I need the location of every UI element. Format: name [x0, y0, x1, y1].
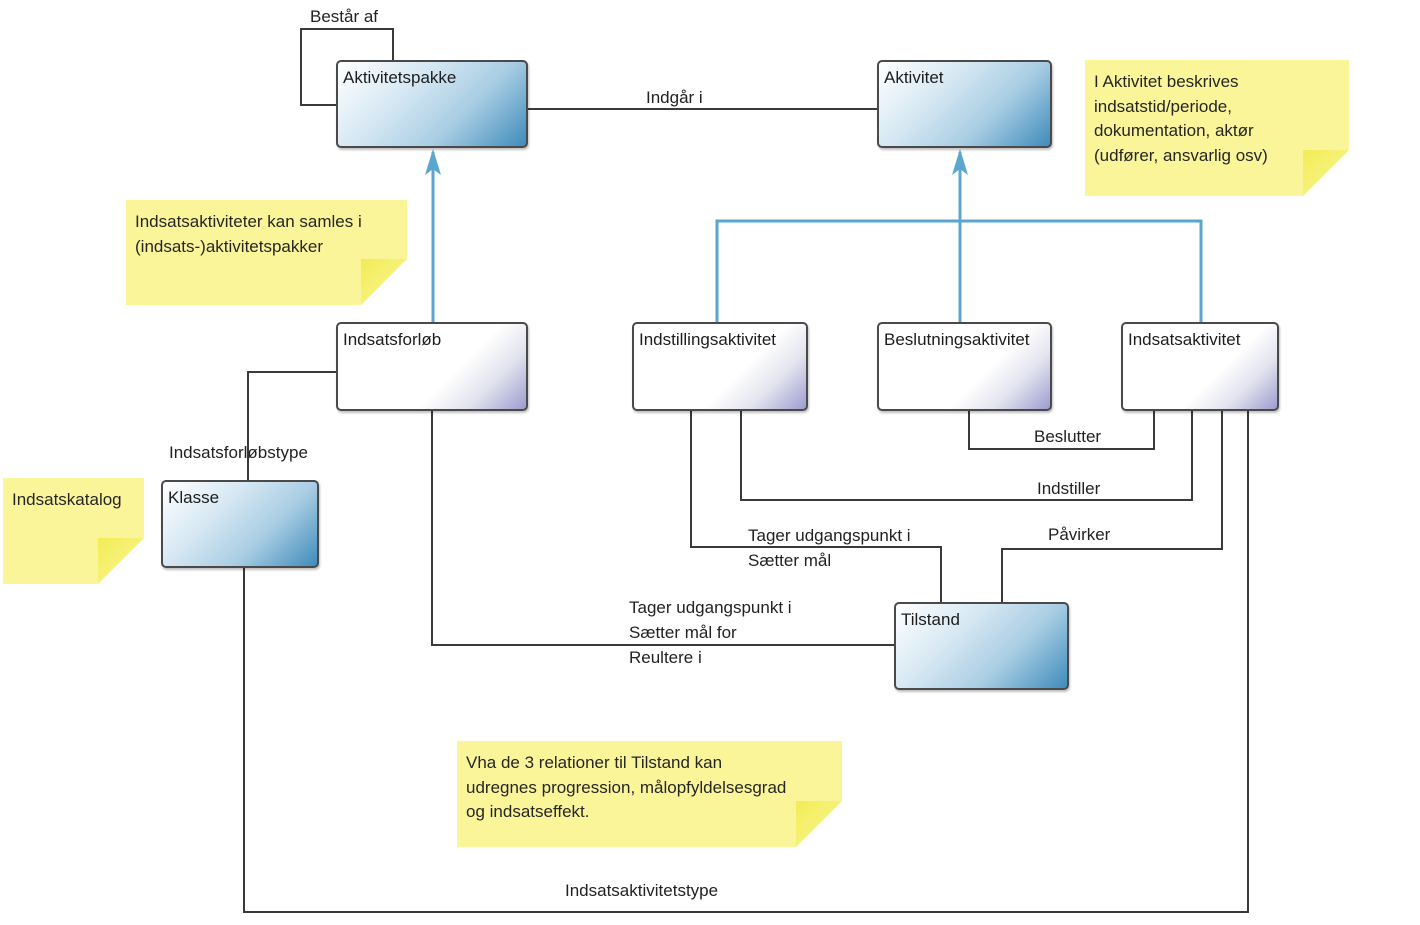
association-paavirker[interactable] — [1001, 410, 1223, 603]
label-paavirker: Påvirker — [1048, 525, 1111, 544]
class-indsatsaktivitet[interactable]: Indsatsaktivitet — [1121, 322, 1279, 411]
label-indgaar-i: Indgår i — [646, 88, 703, 107]
note-line: indsatstid/periode, — [1094, 96, 1232, 116]
note-aktivitet[interactable]: I Aktivitet beskrives indsatstid/periode… — [1085, 60, 1349, 196]
class-indstillingsaktivitet[interactable]: Indstillingsaktivitet — [632, 322, 808, 411]
association-indsatsforloebstype[interactable] — [247, 371, 337, 481]
generalization-bar[interactable] — [715, 219, 1203, 323]
association-beslutter[interactable] — [968, 410, 1155, 450]
association-indsatsaktivitetstype[interactable] — [243, 410, 1249, 913]
label-forloeb-tilstand-1: Tager udgangspunkt i — [629, 598, 792, 617]
note-aktivitetspakker[interactable]: Indsatsaktiviteter kan samles i (indsats… — [126, 200, 407, 305]
label-bestaar-af: Består af — [310, 7, 379, 26]
label-indstilling-tilstand-1: Tager udgangspunkt i — [748, 526, 911, 545]
self-association-bestaar-af[interactable] — [300, 28, 394, 106]
note-line: og indsatseffekt. — [466, 802, 590, 821]
label-forloeb-tilstand-2: Sætter mål for — [629, 623, 737, 642]
label-forloeb-tilstand-3: Reultere i — [629, 648, 702, 667]
class-title: Indsatsaktivitet — [1128, 330, 1241, 349]
class-title: Beslutningsaktivitet — [884, 330, 1030, 349]
note-indsatskatalog[interactable]: Indsatskatalog — [3, 478, 144, 584]
note-line: Indsatskatalog — [12, 490, 122, 509]
note-line: dokumentation, aktør — [1094, 121, 1254, 140]
class-title: Aktivitetspakke — [343, 68, 457, 87]
note-line: Indsatsaktiviteter kan samles i — [135, 212, 362, 231]
label-indsatsforloebstype: Indsatsforløbstype — [169, 443, 308, 462]
class-aktivitetspakke[interactable]: Aktivitetspakke — [336, 60, 528, 148]
association-indstiller[interactable] — [740, 410, 1193, 501]
class-aktivitet[interactable]: Aktivitet — [877, 60, 1052, 148]
note-tilstand[interactable]: Vha de 3 relationer til Tilstand kan udr… — [457, 741, 842, 847]
note-line: I Aktivitet beskrives — [1094, 72, 1239, 91]
label-beslutter: Beslutter — [1034, 427, 1102, 446]
association-forloeb-tilstand[interactable] — [431, 410, 895, 646]
arrowhead-aktivitet — [952, 149, 968, 175]
class-title: Indstillingsaktivitet — [639, 330, 777, 349]
note-line: udregnes progression, målopfyldelsesgrad — [466, 777, 787, 797]
note-line: (indsats-)aktivitetspakker — [135, 236, 324, 256]
class-indsatsforloeb[interactable]: Indsatsforløb — [336, 322, 528, 411]
class-title: Tilstand — [901, 610, 960, 629]
class-title: Klasse — [168, 488, 220, 507]
class-tilstand[interactable]: Tilstand — [894, 602, 1069, 690]
label-indstilling-tilstand-2: Sætter mål — [748, 551, 832, 570]
label-indstiller: Indstiller — [1037, 479, 1101, 498]
class-title: Indsatsforløb — [343, 330, 442, 349]
note-line: Vha de 3 relationer til Tilstand kan — [466, 753, 723, 772]
association-indstilling-tilstand[interactable] — [690, 410, 942, 603]
label-indsatsaktivitetstype: Indsatsaktivitetstype — [565, 881, 719, 900]
arrowhead-aktivitetspakke — [425, 149, 441, 175]
class-klasse[interactable]: Klasse — [161, 480, 319, 568]
class-beslutningsaktivitet[interactable]: Beslutningsaktivitet — [877, 322, 1052, 411]
class-title: Aktivitet — [884, 68, 944, 87]
note-line: (udfører, ansvarlig osv) — [1094, 145, 1268, 165]
